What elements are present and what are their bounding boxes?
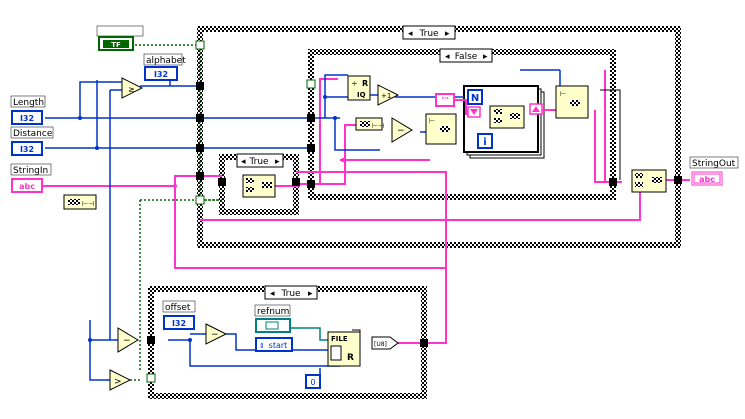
svg-text:▸: ▸ [275, 157, 280, 167]
read-file-r: R [347, 353, 354, 363]
subtract-node-left[interactable]: − [117, 327, 139, 353]
svg-text:⇕: ⇕ [259, 342, 265, 350]
bottom-case-selector[interactable]: True [280, 289, 301, 299]
position-mode-constant[interactable]: ⇕ start [255, 337, 293, 352]
for-loop-index: i [483, 137, 486, 148]
increment-label: +1 [381, 92, 391, 100]
for-loop-count: N [471, 93, 479, 104]
zero-constant-text: 0 [310, 378, 315, 387]
empty-string-constant[interactable]: "" [435, 93, 455, 107]
offset-type: I32 [172, 319, 186, 328]
svg-text:▸: ▸ [445, 29, 450, 39]
byte-array-label: [U8] [374, 341, 387, 348]
offset-label: offset [165, 303, 191, 313]
svg-text:−: − [123, 336, 131, 346]
subtract-node-bottom[interactable]: − [205, 323, 228, 345]
svg-text:⊢: ⊢ [560, 90, 566, 98]
outer-case-selector[interactable]: True [418, 29, 439, 39]
refnum-terminal[interactable]: refnum [254, 304, 291, 333]
quotient-remainder-r: R [362, 79, 368, 88]
distance-label: Distance [13, 129, 53, 139]
quotient-remainder-iq: IQ [357, 91, 366, 99]
position-mode-text: start [269, 341, 288, 350]
svg-text:▸: ▸ [308, 289, 313, 299]
not-literal-terminal[interactable]: notLiteral TF [96, 25, 144, 51]
svg-text:⊢: ⊢ [429, 117, 435, 125]
string-subset-node[interactable]: ⊢ [425, 113, 457, 145]
string-subset-node-right[interactable]: ⊢ [555, 85, 589, 119]
greater-equal-node[interactable]: ≥ [121, 77, 144, 99]
tunnels [146, 40, 682, 383]
length-terminal[interactable]: Length I32 [10, 95, 46, 125]
zero-constant[interactable]: 0 [305, 374, 321, 389]
svg-text:÷: ÷ [351, 79, 358, 88]
svg-text:◂: ◂ [241, 157, 246, 167]
shift-register-right[interactable] [529, 103, 543, 115]
read-file-node[interactable]: FILE R [327, 331, 361, 367]
distance-type: I32 [20, 145, 34, 154]
alphabet-terminal[interactable]: alphabet I32 [143, 53, 186, 81]
svg-text:≥: ≥ [128, 85, 135, 94]
svg-text:>: > [114, 377, 122, 387]
string-length-node-outer[interactable]: ⊢⊣ [63, 194, 97, 210]
string-in-label: StringIn [13, 166, 48, 176]
greater-node[interactable]: > [109, 369, 132, 391]
svg-text:⊢⊣: ⊢⊣ [372, 122, 384, 130]
concat-node-loop[interactable] [489, 105, 525, 129]
for-loop-index-terminal[interactable] [477, 133, 493, 149]
alphabet-type: I32 [154, 70, 168, 79]
offset-terminal[interactable]: offset I32 [162, 300, 196, 330]
inner-case-structure: ◂ False ▸ [308, 48, 616, 200]
svg-text:▸: ▸ [483, 52, 488, 62]
svg-text:−: − [211, 330, 219, 340]
string-in-type: abc [19, 182, 35, 191]
inner-case-selector[interactable]: False [455, 52, 478, 62]
increment-node[interactable]: +1 [377, 84, 400, 106]
svg-text:◂: ◂ [445, 52, 450, 62]
wires [43, 44, 690, 381]
read-file-label: FILE [331, 335, 348, 343]
string-out-label: StringOut [692, 159, 736, 169]
empty-string-text: "" [441, 96, 448, 105]
small-case-selector[interactable]: True [248, 157, 269, 167]
distance-terminal[interactable]: Distance I32 [10, 126, 54, 156]
alphabet-label: alphabet [146, 56, 186, 66]
concat-node-outer[interactable] [631, 169, 667, 193]
svg-text:◂: ◂ [270, 289, 275, 299]
shift-register-left[interactable] [467, 106, 481, 118]
byte-array-to-string-node[interactable]: [U8] [371, 336, 399, 350]
for-loop-count-terminal[interactable] [467, 89, 483, 105]
svg-text:−: − [397, 126, 405, 136]
svg-text:⊢⊣: ⊢⊣ [82, 200, 94, 208]
quotient-remainder-node[interactable]: R IQ ÷ [347, 75, 371, 101]
string-out-terminal[interactable]: StringOut abc [689, 156, 739, 186]
string-in-terminal[interactable]: StringIn abc [10, 163, 52, 193]
wire-junctions [78, 95, 345, 342]
length-type: I32 [20, 114, 34, 123]
string-length-node-inner[interactable]: ⊢⊣ [355, 117, 384, 131]
string-out-type: abc [699, 175, 715, 184]
concat-node-small-case[interactable] [242, 174, 276, 198]
subtract-node-inner[interactable]: − [391, 117, 413, 143]
not-literal-type: TF [111, 41, 121, 49]
refnum-label: refnum [257, 307, 289, 317]
length-label: Length [13, 98, 44, 108]
svg-text:◂: ◂ [408, 29, 413, 39]
